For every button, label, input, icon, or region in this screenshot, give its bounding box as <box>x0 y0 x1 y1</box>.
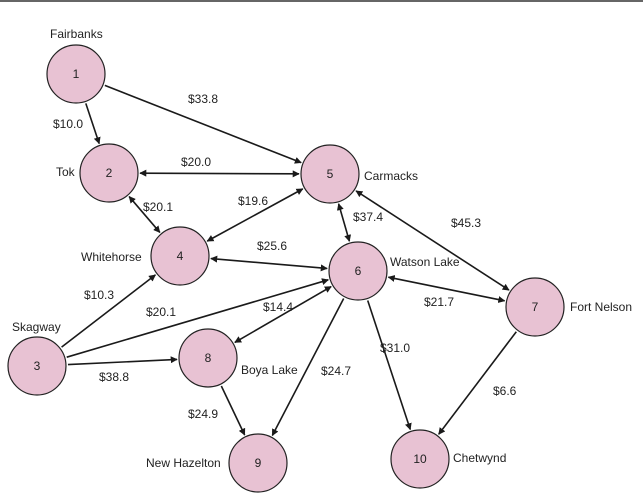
node-circle <box>46 44 106 104</box>
node-city-label: New Hazelton <box>146 456 221 470</box>
edge-cost-label: $21.7 <box>424 295 454 309</box>
node-2: 2 Tok <box>56 143 139 203</box>
node-10: 10 Chetwynd <box>390 429 506 489</box>
edges-layer: $10.0 $33.8 $20.0 $20.1 $19.6 $37.4 $45.3 $25.6… <box>53 84 517 437</box>
edge-cost-label: $19.6 <box>238 194 268 208</box>
node-circle <box>228 433 288 493</box>
node-city-label: Boya Lake <box>241 363 298 377</box>
node-number: 8 <box>205 351 212 365</box>
edge-cost-label: $24.7 <box>321 364 351 378</box>
edge-cost-label: $45.3 <box>451 216 481 230</box>
edge-2-5 <box>139 169 300 178</box>
node-1: 1 Fairbanks <box>46 27 106 104</box>
edge-8-6 <box>234 285 332 344</box>
edge-cost-label: $20.1 <box>143 200 173 214</box>
edge-6-10 <box>366 300 412 431</box>
edge-5-6 <box>336 203 352 242</box>
node-city-label: Fairbanks <box>50 27 103 41</box>
node-3: 3 Skagway <box>7 320 67 396</box>
edge-6-7 <box>387 275 506 303</box>
node-number: 2 <box>106 166 113 180</box>
node-number: 5 <box>327 167 334 181</box>
edge-3-4 <box>61 274 156 348</box>
node-number: 9 <box>255 456 262 470</box>
edge-cost-label: $33.8 <box>188 92 218 106</box>
edge-2-4 <box>128 196 161 233</box>
node-circle <box>328 241 388 301</box>
node-circle <box>150 226 210 286</box>
edge-5-7 <box>355 190 510 291</box>
node-number: 6 <box>355 264 362 278</box>
node-city-label: Chetwynd <box>453 451 506 465</box>
node-circle <box>178 328 238 388</box>
node-circle <box>390 429 450 489</box>
edge-cost-label: $6.6 <box>493 384 517 398</box>
node-number: 3 <box>34 359 41 373</box>
edge-3-8 <box>67 356 178 366</box>
edge-cost-label: $38.8 <box>99 370 129 384</box>
node-circle <box>300 144 360 204</box>
node-city-label: Tok <box>56 165 76 179</box>
edge-8-9 <box>220 385 246 436</box>
edge-6-9 <box>271 298 345 437</box>
edge-cost-label: $31.0 <box>380 341 410 355</box>
node-number: 7 <box>532 300 539 314</box>
node-city-label: Watson Lake <box>390 255 460 269</box>
edge-4-6 <box>210 255 328 272</box>
node-circle <box>505 277 565 337</box>
node-number: 10 <box>413 452 427 466</box>
edge-cost-label: $10.0 <box>53 117 83 131</box>
node-city-label: Carmacks <box>364 169 418 183</box>
node-circle <box>79 143 139 203</box>
node-city-label: Whitehorse <box>81 250 142 264</box>
edge-cost-label: $24.9 <box>188 407 218 421</box>
node-9: 9 New Hazelton <box>146 433 288 493</box>
edge-1-2 <box>85 103 101 145</box>
edge-cost-label: $10.3 <box>84 288 114 302</box>
nodes-layer: 1 Fairbanks 2 Tok 3 Skagway 4 Whitehorse 5 Carmac… <box>7 27 632 493</box>
edge-cost-label: $14.4 <box>263 300 293 314</box>
node-city-label: Fort Nelson <box>570 300 632 314</box>
edge-1-5 <box>104 84 302 164</box>
node-city-label: Skagway <box>12 320 61 334</box>
edge-7-10 <box>438 331 517 435</box>
node-4: 4 Whitehorse <box>81 226 210 286</box>
edge-cost-label: $20.1 <box>146 305 176 319</box>
edge-cost-label: $20.0 <box>181 155 211 169</box>
node-number: 4 <box>177 249 184 263</box>
node-circle <box>7 336 67 396</box>
node-number: 1 <box>73 67 80 81</box>
edge-4-5 <box>206 188 304 242</box>
node-7: 7 Fort Nelson <box>505 277 632 337</box>
edge-cost-label: $37.4 <box>353 210 383 224</box>
node-5: 5 Carmacks <box>300 144 418 204</box>
edge-cost-label: $25.6 <box>257 239 287 253</box>
node-6: 6 Watson Lake <box>328 241 460 301</box>
